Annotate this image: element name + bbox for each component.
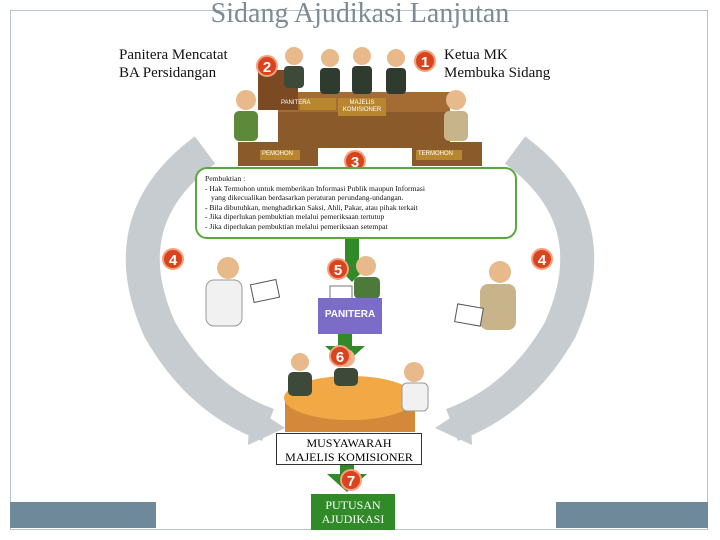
- left-caption-line-1: Panitera Mencatat: [119, 46, 228, 64]
- musyawarah-line-1: MUSYAWARAH: [277, 436, 421, 450]
- evidence-heading: Pembuktian :: [205, 174, 507, 184]
- evidence-line-3: - Bila dibutuhkan, menghadirkan Saksi, A…: [205, 203, 507, 213]
- putusan-line-1: PUTUSAN: [311, 498, 395, 512]
- evidence-line-5: - Jika diperlukan pembuktian melalui pem…: [205, 222, 507, 232]
- commissioner-3-figure: [386, 49, 406, 94]
- evidence-line-1: - Hak Termohon untuk memberikan Informas…: [205, 184, 507, 194]
- step-badge-4-left: 4: [162, 248, 184, 270]
- step-badge-4-right: 4: [531, 248, 553, 270]
- desk-label-pemohon: PEMOHON: [262, 151, 293, 157]
- desk-label-majelis: MAJELIS KOMISIONER: [340, 100, 384, 114]
- musyawarah-line-2: MAJELIS KOMISIONER: [277, 450, 421, 464]
- step-badge-1: 1: [414, 50, 436, 72]
- desk-label-panitera: PANITERA: [281, 100, 311, 106]
- desk-label-termohon: TERMOHON: [418, 151, 453, 157]
- step-badge-2: 2: [256, 55, 278, 77]
- desk-label-panitera-middle: PANITERA: [318, 309, 382, 320]
- commissioner-1-figure: [320, 49, 340, 94]
- right-caption: Ketua MK Membuka Sidang: [444, 46, 550, 82]
- corner-bar-right: [556, 502, 708, 528]
- panitera-figure: [284, 47, 304, 88]
- step-badge-7: 7: [340, 469, 362, 491]
- flow-arrow-shaft-1: [345, 238, 359, 266]
- right-caption-line-1: Ketua MK: [444, 46, 550, 64]
- putusan-line-2: AJUDIKASI: [311, 512, 395, 526]
- termohon-figure: [444, 90, 468, 141]
- left-caption: Panitera Mencatat BA Persidangan: [119, 46, 228, 82]
- left-caption-line-2: BA Persidangan: [119, 64, 228, 82]
- evidence-line-4: - Jika diperlukan pembuktian melalui pem…: [205, 212, 507, 222]
- corner-bar-left: [10, 502, 156, 528]
- termohon-handing-document: [455, 261, 516, 330]
- evidence-box: Pembuktian : - Hak Termohon untuk member…: [195, 167, 517, 239]
- step-badge-5: 5: [327, 258, 349, 280]
- right-caption-line-2: Membuka Sidang: [444, 64, 550, 82]
- putusan-box: PUTUSAN AJUDIKASI: [311, 494, 395, 530]
- pemohon-handing-document: [206, 257, 280, 326]
- commissioner-2-figure: [352, 47, 372, 94]
- pemohon-figure: [234, 90, 258, 141]
- evidence-line-2: yang dikecualikan berdasarkan peraturan …: [205, 193, 507, 203]
- step-badge-6: 6: [329, 345, 351, 367]
- musyawarah-box: MUSYAWARAH MAJELIS KOMISIONER: [276, 433, 422, 465]
